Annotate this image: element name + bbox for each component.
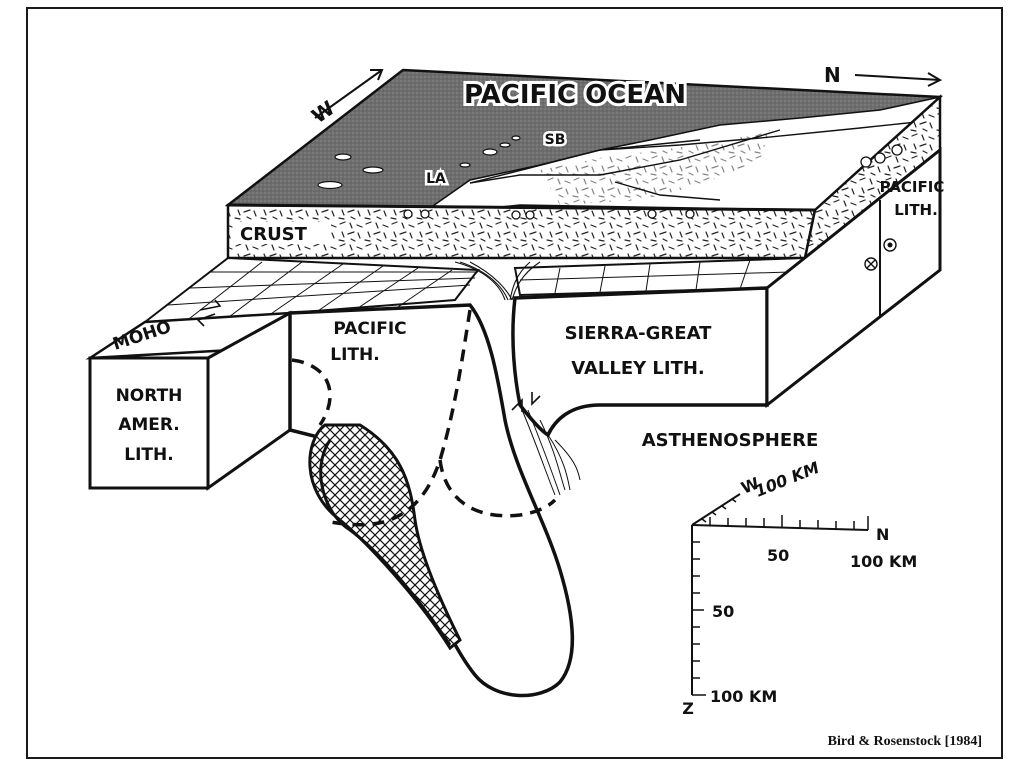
channel-islands <box>317 135 521 190</box>
scale-west-100: 100 KM <box>752 458 822 501</box>
na-box-front <box>88 356 210 490</box>
asthenosphere-label: ASTHENOSPHERE <box>642 430 819 451</box>
land-texture <box>540 130 770 205</box>
scale-bar: W 100 KM N 50 100 KM 50 100 KM Z <box>682 458 917 718</box>
dashed-outline-center <box>329 309 472 527</box>
pacific-lith-east-line-2: LITH. <box>894 201 938 219</box>
shear-arrow-west <box>199 299 222 311</box>
sierra-front-face <box>511 286 769 438</box>
sb-label: SB <box>545 132 566 148</box>
shear-arrow-east <box>511 398 523 412</box>
motion-symbols <box>864 238 897 271</box>
north-american-block: MOHO NORTH AMER. LITH. <box>85 299 295 491</box>
north-arrow-head <box>927 72 943 87</box>
figure-frame <box>26 7 1003 759</box>
crust-label-bg <box>233 222 331 244</box>
fault-dots <box>403 144 903 220</box>
north-arrow-line <box>854 74 941 81</box>
west-arrow-line <box>314 69 383 119</box>
scale-north-50: 50 <box>767 546 789 565</box>
pacific-lith-east-line-1: PACIFIC <box>880 178 945 196</box>
lith-grid-lines-west <box>167 261 478 323</box>
ocean-label: PACIFIC OCEAN <box>464 80 686 110</box>
citation: Bird & Rosenstock [1984] <box>828 734 982 749</box>
crust-layer: CRUST <box>226 94 942 262</box>
top-surface: PACIFIC OCEAN SB LA <box>224 68 944 217</box>
west-arrow-head <box>370 69 384 81</box>
sierra-lith-line-2: VALLEY LITH. <box>571 358 705 379</box>
na-lith-line-1: NORTH <box>116 386 183 406</box>
north-axis-line <box>691 524 869 531</box>
crust-label: CRUST <box>240 224 308 245</box>
scale-north-label: N <box>876 525 889 544</box>
scale-north-100: 100 KM <box>850 552 917 571</box>
sierra-drip-strands <box>519 404 581 496</box>
north-label: N <box>824 63 841 87</box>
slab-hatched-face <box>308 423 462 651</box>
lith-grid-lines-east <box>519 259 791 294</box>
sierra-side-face <box>765 146 942 409</box>
pacific-slab: PACIFIC LITH. <box>288 303 575 698</box>
boundary-strands <box>454 261 541 301</box>
scale-depth-axis-label: Z <box>682 699 694 718</box>
scale-depth-100: 100 KM <box>710 687 777 706</box>
sierra-lith-line-1: SIERRA-GREAT <box>565 323 713 344</box>
scale-depth-50: 50 <box>712 602 734 621</box>
na-lith-line-2: AMER. <box>118 415 180 435</box>
fault-traces <box>469 119 936 201</box>
dashed-outline-right <box>438 459 557 518</box>
pacific-lith-west-line-1: PACIFIC <box>333 319 406 339</box>
pacific-slab-body <box>288 303 575 698</box>
pacific-lith-west-line-2: LITH. <box>330 345 379 365</box>
sierra-block: SIERRA-GREAT VALLEY LITH. PACIFIC LITH. <box>511 146 945 496</box>
scale-west-label: W <box>738 473 762 497</box>
dashed-outline-left <box>291 358 332 426</box>
na-lith-line-3: LITH. <box>124 445 173 465</box>
la-label: LA <box>426 171 446 187</box>
west-axis-line <box>691 493 741 526</box>
